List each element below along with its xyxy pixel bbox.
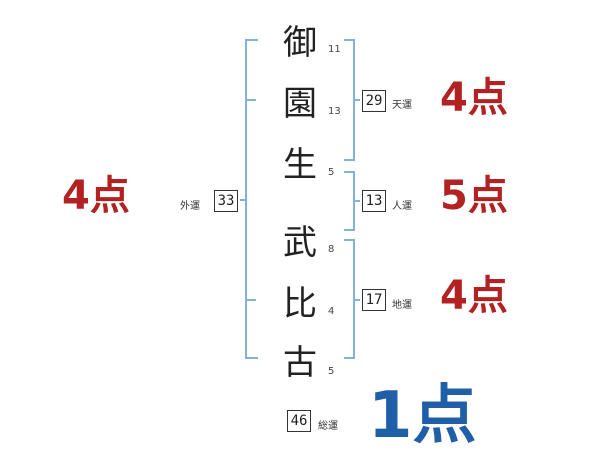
- outer-luck-score: 4点: [62, 173, 130, 219]
- outer-bracket: [245, 39, 258, 359]
- name-char-2: 園: [283, 84, 317, 124]
- stroke-count-3: 5: [328, 167, 335, 178]
- total-luck-label: 総運: [318, 421, 338, 432]
- name-char-6: 古: [283, 343, 317, 383]
- heaven-bracket: [344, 39, 355, 161]
- stroke-count-2: 13: [328, 106, 341, 117]
- name-char-5: 比: [283, 284, 317, 324]
- outer-luck-value: 33: [214, 190, 238, 212]
- earth-luck-score: 4点: [440, 273, 508, 319]
- person-luck-label: 人運: [392, 201, 412, 212]
- earth-bracket: [344, 239, 355, 359]
- stroke-count-4: 8: [328, 244, 335, 255]
- person-luck-score: 5点: [440, 173, 508, 219]
- heaven-luck-value: 29: [362, 90, 386, 112]
- total-luck-score: 1点: [368, 379, 477, 453]
- heaven-luck-score: 4点: [440, 75, 508, 121]
- stroke-count-5: 4: [328, 306, 335, 317]
- earth-luck-label: 地運: [392, 300, 412, 311]
- earth-luck-value: 17: [362, 289, 386, 311]
- heaven-luck-label: 天運: [392, 100, 412, 111]
- stroke-count-6: 5: [328, 366, 335, 377]
- outer-luck-label: 外運: [180, 201, 200, 212]
- name-char-3: 生: [283, 145, 317, 185]
- person-luck-value: 13: [362, 190, 386, 212]
- total-luck-value: 46: [287, 410, 311, 432]
- person-bracket: [344, 171, 355, 231]
- name-char-1: 御: [283, 23, 317, 63]
- stroke-count-1: 11: [328, 44, 341, 55]
- name-char-4: 武: [283, 223, 317, 263]
